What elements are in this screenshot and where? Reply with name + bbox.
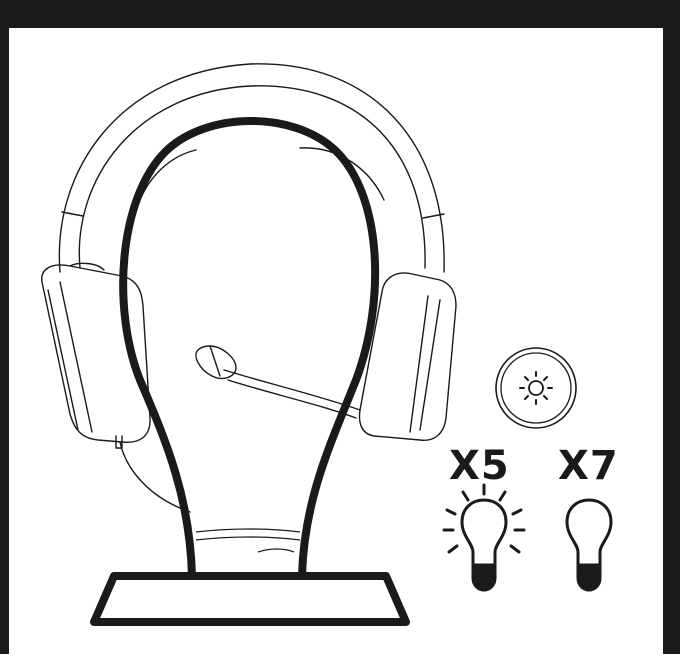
headset-stand-icon [94, 121, 406, 622]
mode-label-x5: X5 [449, 446, 510, 486]
bulb-off-icon [567, 500, 611, 590]
bulb-on-icon [444, 485, 524, 590]
light-button-icon [496, 348, 576, 428]
headset-icon [42, 64, 456, 512]
mode-label-x7: X7 [558, 446, 619, 486]
